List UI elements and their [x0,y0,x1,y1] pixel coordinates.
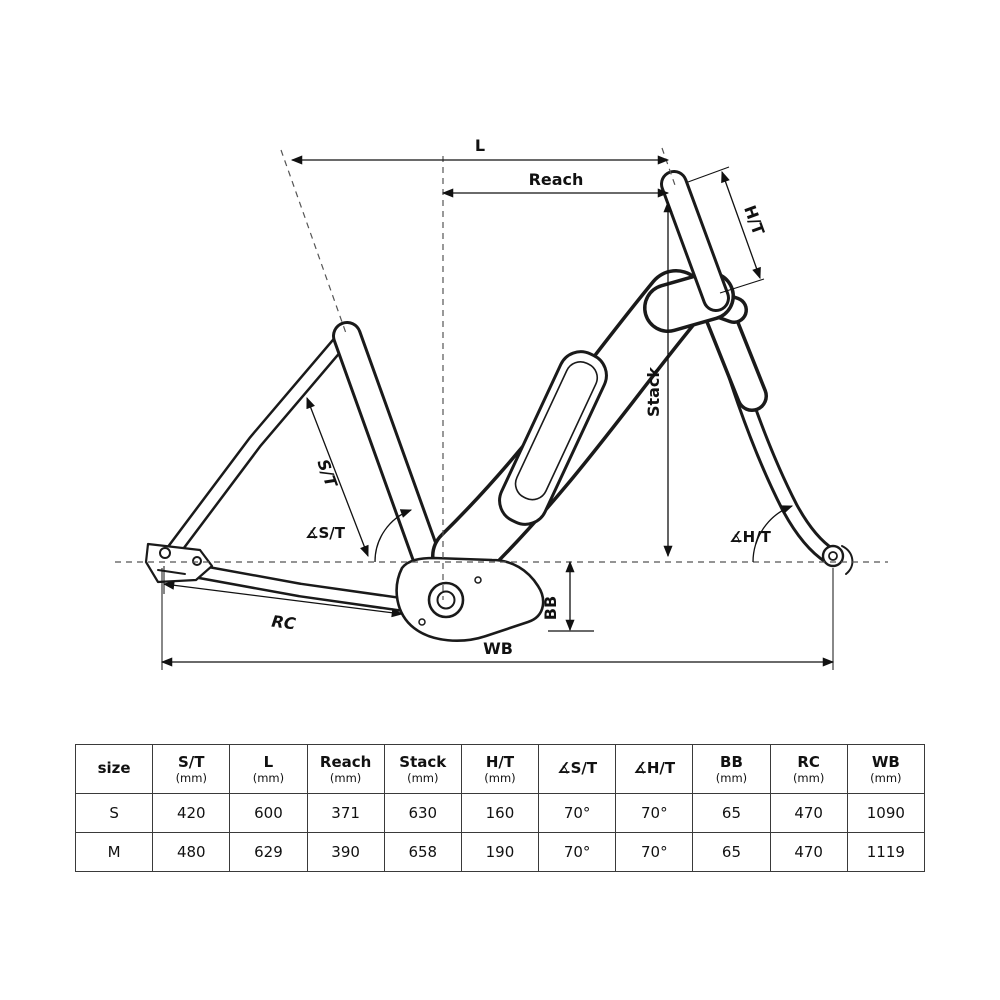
cell-wb: 1090 [846,793,926,833]
cell-stack: 658 [383,832,462,872]
col-label: size [97,759,131,778]
col-header-bb: BB(mm) [692,744,771,794]
col-unit: (mm) [407,770,439,785]
cell-angle-st: 70° [538,793,617,833]
dim-rc [162,580,404,618]
motor-bottom-bracket [395,556,545,642]
col-header-wb: WB(mm) [846,744,926,794]
label-wb: WB [483,639,513,658]
col-unit: (mm) [870,770,902,785]
cell-l: 600 [229,793,308,833]
col-header-stack: Stack(mm) [383,744,462,794]
cell-angle-st: 70° [538,832,617,872]
col-header-ht: H/T(mm) [460,744,540,794]
col-label: ∡S/T [557,759,598,778]
battery [498,350,608,526]
cell-l: 629 [229,832,308,872]
col-header-reach: Reach(mm) [306,744,385,794]
col-label: Stack [399,752,447,771]
cell-st: 420 [152,793,231,833]
col-header-angle-ht: ∡H/T [615,744,694,794]
angle-st-arc [374,509,413,563]
table-row-size-m: M 480 629 390 658 190 70° 70° 65 470 111… [74,832,926,872]
table-header-row: size S/T(mm) L(mm) Reach(mm) Stack(mm) H… [74,744,926,794]
col-label: H/T [485,752,515,771]
label-st: S/T [313,457,341,491]
col-unit: (mm) [252,770,285,785]
label-stack: Stack [644,367,663,417]
front-dropout [821,544,854,575]
cell-rc: 470 [769,832,848,872]
dim-st [306,396,369,558]
col-unit: (mm) [792,770,825,785]
dim-ht-tick-top [687,166,730,183]
label-angle-st: ∡S/T [305,524,346,542]
cell-angle-ht: 70° [615,793,694,833]
cell-ht: 190 [460,832,540,872]
cell-reach: 371 [306,793,385,833]
col-unit: (mm) [715,770,748,785]
cell-size: S [74,793,154,833]
table-row-size-s: S 420 600 371 630 160 70° 70° 65 470 109… [74,793,926,833]
dimension-labels: L Reach H/T Stack S/T ∡S/T ∡H/T BB RC WB [271,136,772,658]
col-label: RC [797,752,820,771]
dimension-lines [160,155,835,670]
label-bb: BB [541,596,560,620]
cell-ht: 160 [460,793,540,833]
bike-geometry-diagram: L Reach H/T Stack S/T ∡S/T ∡H/T BB RC WB [115,136,888,670]
construction-lines [115,147,888,600]
col-unit: (mm) [175,770,207,785]
label-angle-ht: ∡H/T [729,528,771,546]
col-label: Reach [319,752,372,771]
geometry-table: size S/T(mm) L(mm) Reach(mm) Stack(mm) H… [74,744,926,872]
col-header-l: L(mm) [229,744,308,794]
col-label: BB [720,752,743,771]
cell-angle-ht: 70° [615,832,694,872]
dim-ht [721,170,761,280]
cell-bb: 65 [692,832,771,872]
cell-bb: 65 [692,793,771,833]
label-l: L [475,136,485,155]
cell-size: M [74,832,154,872]
label-rc: RC [271,612,297,634]
cell-wb: 1119 [846,832,926,872]
dim-ht-tick-bottom [719,278,765,294]
cell-rc: 470 [769,793,848,833]
label-reach: Reach [529,170,584,189]
col-header-st: S/T(mm) [152,744,231,794]
cell-stack: 630 [383,793,462,833]
col-label: L [263,752,274,771]
col-header-rc: RC(mm) [769,744,848,794]
geometry-svg: L Reach H/T Stack S/T ∡S/T ∡H/T BB RC WB [115,136,888,670]
col-label: S/T [178,752,205,771]
cell-reach: 390 [306,832,385,872]
angle-ht-arc [752,505,794,563]
col-unit: (mm) [329,770,362,785]
geometry-table-wrap: size S/T(mm) L(mm) Reach(mm) Stack(mm) H… [74,744,926,872]
cell-st: 480 [152,832,231,872]
col-header-angle-st: ∡S/T [538,744,617,794]
col-unit: (mm) [484,770,516,785]
col-label: WB [871,752,900,771]
col-header-size: size [74,744,154,794]
col-label: ∡H/T [633,759,676,778]
bike-frame [144,170,854,642]
